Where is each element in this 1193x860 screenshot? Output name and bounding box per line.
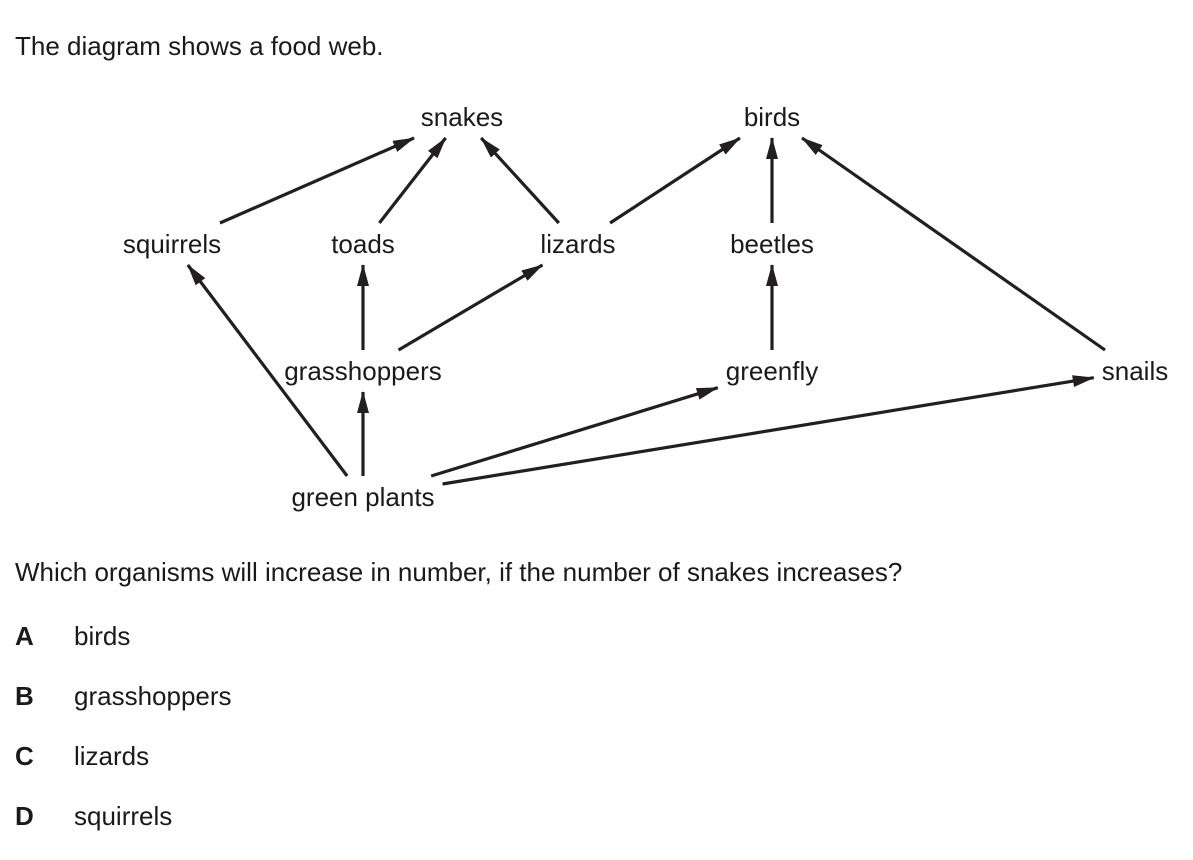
question-text: Which organisms will increase in number,… <box>15 557 903 587</box>
organism-greenfly: greenfly <box>725 356 819 386</box>
option-text: grasshoppers <box>74 681 232 711</box>
organism-green-plants: green plants <box>291 482 435 512</box>
intro-text: The diagram shows a food web. <box>15 31 384 61</box>
organism-beetles: beetles <box>730 229 814 259</box>
option-text: lizards <box>74 741 150 771</box>
option-text: squirrels <box>74 801 173 831</box>
food-web-arrows <box>186 136 1106 486</box>
arrow-green-plants-to-snails <box>442 375 1095 486</box>
organism-grasshoppers: grasshoppers <box>284 356 442 386</box>
arrow-grasshoppers-to-lizards <box>397 263 544 352</box>
arrow-lizards-to-birds <box>609 136 741 225</box>
organism-snakes: snakes <box>420 102 504 132</box>
option-letter: C <box>15 741 34 771</box>
option-letter: B <box>15 681 34 711</box>
arrow-lizards-to-snakes <box>479 136 561 225</box>
organism-toads: toads <box>331 229 395 259</box>
arrow-squirrels-to-snakes <box>219 136 415 225</box>
arrow-toads-to-snakes <box>378 137 447 224</box>
food-web-diagram: snakes birds squirrels toads lizards bee… <box>122 102 1169 512</box>
option-letter: D <box>15 801 34 831</box>
arrow-green-plants-to-greenfly <box>430 386 719 478</box>
option-text: birds <box>74 621 131 651</box>
arrow-green-plants-to-squirrels <box>186 264 349 477</box>
organism-squirrels: squirrels <box>122 229 222 259</box>
organism-snails: snails <box>1101 356 1169 386</box>
organism-birds: birds <box>743 102 801 132</box>
arrow-snails-to-birds <box>801 136 1106 352</box>
organism-lizards: lizards <box>540 229 616 259</box>
option-letter: A <box>15 621 34 651</box>
